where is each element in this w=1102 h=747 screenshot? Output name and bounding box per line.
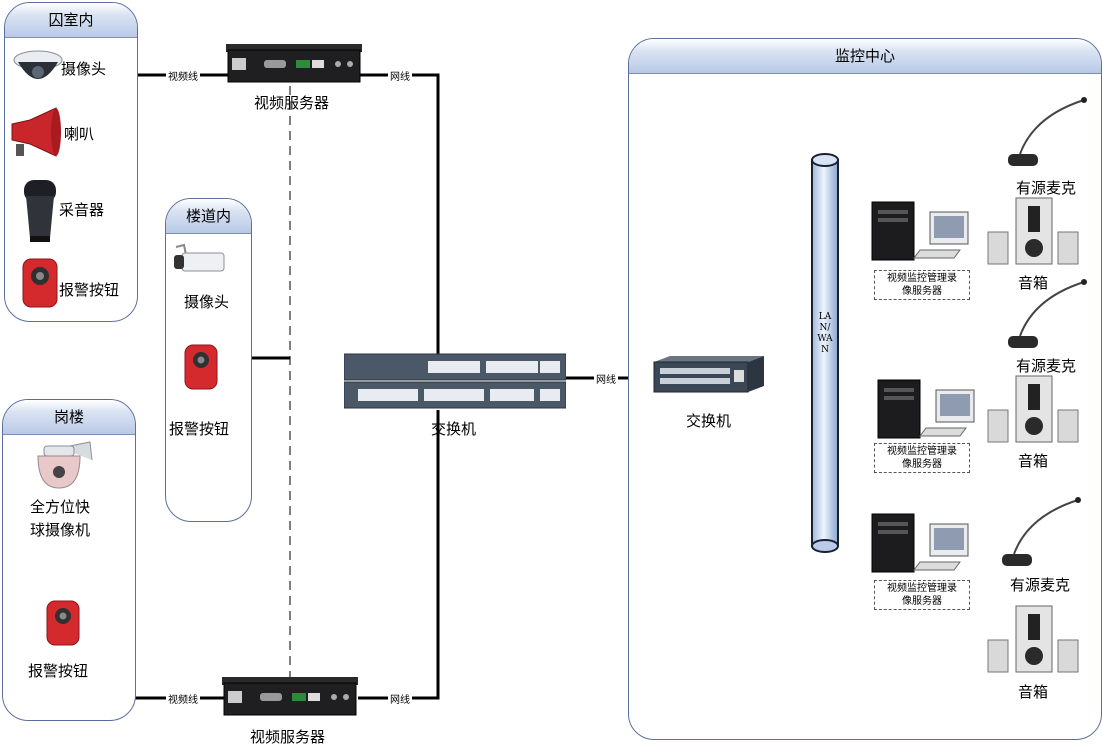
cell-camera-label: 摄像头 [61, 60, 107, 78]
backbone-label: LAN/WAN [817, 312, 833, 355]
center-switch-label: 交换机 [686, 412, 732, 430]
microphone-icon [1008, 279, 1087, 348]
mic-label-2: 有源麦克 [1016, 357, 1077, 375]
cell-alarm-label: 报警按钮 [59, 281, 120, 299]
center-switch-icon [653, 356, 764, 393]
zone-tower-title: 岗楼 [3, 400, 135, 435]
workstation-pc-icon [877, 379, 975, 439]
microphone-icon [1008, 97, 1087, 166]
zone-cell-title: 囚室内 [5, 3, 137, 38]
video-server-bottom-icon [222, 677, 358, 716]
mic-label-1: 有源麦克 [1016, 179, 1077, 197]
workstation-pc-icon [871, 513, 969, 573]
workstation-pc-icon [871, 201, 969, 261]
video-server-bottom-label: 视频服务器 [250, 728, 326, 746]
workstation-label-1: 视频监控管理录 像服务器 [874, 270, 970, 300]
speaker-label-1: 音箱 [1018, 274, 1049, 292]
video-server-top-label: 视频服务器 [254, 94, 330, 112]
ptz-dome-camera-icon [37, 441, 93, 489]
pickup-microphone-icon [24, 180, 56, 242]
alarm-button-icon [184, 344, 218, 390]
main-switch-label: 交换机 [431, 420, 477, 438]
video-line-label-bottom: 视频线 [166, 691, 200, 706]
speaker-label-3: 音箱 [1018, 683, 1049, 701]
corridor-alarm-label: 报警按钮 [169, 420, 230, 438]
network-line-label-center: 网线 [594, 371, 618, 386]
mic-label-3: 有源麦克 [1010, 576, 1071, 594]
video-line-label-top: 视频线 [166, 68, 200, 83]
microphone-icon [1002, 497, 1081, 566]
desktop-speaker-icon [987, 197, 1079, 265]
network-line-bottom [358, 410, 440, 700]
horn-speaker-icon [11, 107, 61, 157]
zone-center-title: 监控中心 [629, 39, 1101, 74]
zone-corridor-title: 楼道内 [166, 199, 251, 234]
cell-speaker-label: 喇叭 [64, 125, 95, 143]
network-line-label-top: 网线 [388, 68, 412, 83]
network-line-top [360, 73, 440, 356]
desktop-speaker-icon [987, 375, 1079, 443]
main-switch-icon [344, 353, 566, 409]
video-server-top-icon [226, 44, 362, 83]
cell-pickup-label: 采音器 [59, 201, 105, 219]
network-line-label-bottom: 网线 [388, 691, 412, 706]
alarm-button-icon [22, 258, 58, 308]
backbone-pipe-icon [811, 153, 839, 553]
box-camera-icon [174, 243, 225, 272]
tower-alarm-label: 报警按钮 [28, 662, 89, 680]
corridor-camera-label: 摄像头 [184, 293, 230, 311]
workstation-label-2: 视频监控管理录 像服务器 [874, 443, 970, 473]
dome-camera-icon [13, 50, 63, 79]
alarm-button-icon [46, 600, 80, 646]
tower-ptz-label: 全方位快 球摄像机 [30, 498, 91, 539]
workstation-label-3: 视频监控管理录 像服务器 [874, 580, 970, 610]
desktop-speaker-icon [987, 605, 1079, 673]
speaker-label-2: 音箱 [1018, 452, 1049, 470]
